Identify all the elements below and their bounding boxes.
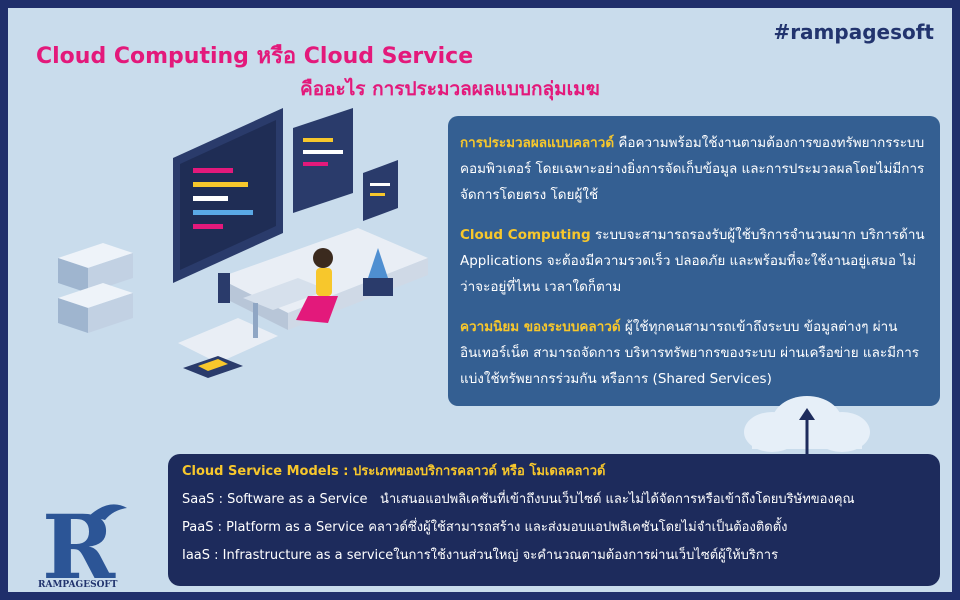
info-panel: การประมวลผลแบบคลาวด์ คือความพร้อมใช้งานต…	[448, 116, 940, 406]
paragraph-cloud-processing: การประมวลผลแบบคลาวด์ คือความพร้อมใช้งานต…	[460, 130, 926, 208]
server-stack	[58, 243, 133, 333]
page-subtitle: คืออะไร การประมวลผลแบบกลุ่มเมฆ	[300, 78, 600, 100]
page-title: Cloud Computing หรือ Cloud Service	[36, 44, 474, 69]
model-label: SaaS : Software as a Service	[182, 492, 368, 507]
monitor	[173, 108, 283, 303]
model-desc: นำเสนอแอปพลิเคชันที่เข้าถึงบนเว็บไซต์ แล…	[379, 492, 855, 507]
model-label: IaaS : Infrastructure as a service	[182, 548, 394, 563]
person-desk	[243, 248, 338, 338]
rampagesoft-logo: R	[42, 496, 127, 592]
model-saas: SaaS : Software as a Service นำเสนอแอปพล…	[182, 486, 926, 514]
text-popularity: ผู้ใช้ทุกคนสามารถเข้าถึงระบบ ข้อมูลต่างๆ…	[460, 319, 920, 387]
highlight-popularity: ความนิยม ของระบบคลาวด์	[460, 319, 621, 335]
service-models-panel: Cloud Service Models : ประเภทของบริการคล…	[168, 454, 940, 586]
logo-text: RAMPAGESOFT	[38, 580, 118, 590]
text-cloud-computing: ระบบจะสามารถรองรับผู้ใช้บริการจำนวนมาก บ…	[460, 227, 925, 295]
highlight-cloud-computing: Cloud Computing	[460, 227, 591, 243]
model-desc: คลาวด์ซึ่งผู้ใช้สามารถสร้าง และส่งมอบแอป…	[368, 520, 788, 535]
logo-wing-icon	[89, 504, 127, 520]
code-panel-right	[293, 108, 398, 221]
plant	[363, 248, 393, 296]
highlight-cloud-processing: การประมวลผลแบบคลาวด์	[460, 135, 615, 151]
text-cloud-processing: คือความพร้อมใช้งานตามต้องการของทรัพยากรร…	[460, 135, 925, 203]
service-models-title: Cloud Service Models : ประเภทของบริการคล…	[182, 464, 606, 479]
model-paas: PaaS : Platform as a Service คลาวด์ซึ่งผ…	[182, 514, 926, 542]
paragraph-popularity: ความนิยม ของระบบคลาวด์ ผู้ใช้ทุกคนสามารถ…	[460, 314, 926, 392]
workstation-illustration	[58, 108, 428, 378]
paragraph-cloud-computing: Cloud Computing ระบบจะสามารถรองรับผู้ใช้…	[460, 222, 926, 300]
cpu-chip	[183, 356, 243, 378]
model-iaas: IaaS : Infrastructure as a serviceในการใ…	[182, 542, 926, 570]
cloud-icon	[744, 396, 870, 476]
model-label: PaaS : Platform as a Service	[182, 520, 365, 535]
hashtag: #rampagesoft	[773, 20, 934, 44]
model-desc: ในการใช้งานส่วนใหญ่ จะคำนวณตามต้องการผ่า…	[393, 548, 779, 563]
